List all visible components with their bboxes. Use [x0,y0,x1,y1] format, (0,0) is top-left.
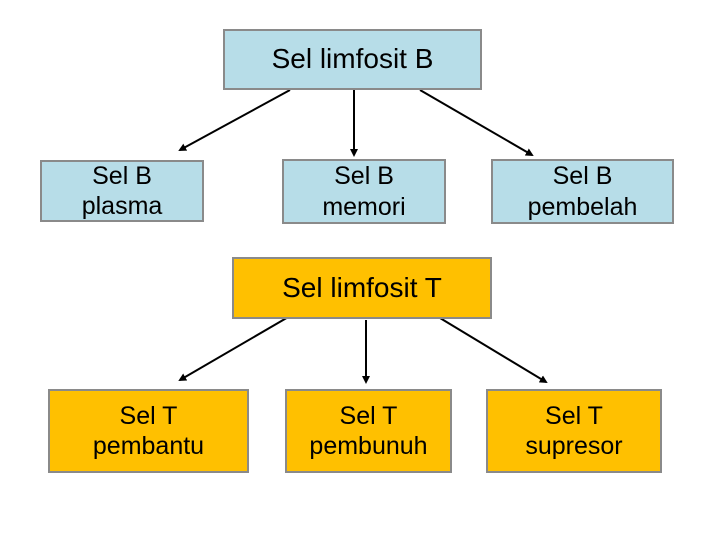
b-dividing-line1: Sel B [552,162,613,190]
t-lymphocyte-root-label: Sel limfosit T [282,271,442,303]
b-plasma-line2: plasma [81,192,163,220]
t-suppressor-line1: Sel T [545,401,603,430]
t-suppressor-box: Sel T supresor [486,389,662,473]
t-killer-label: Sel T pembunuh [309,401,427,462]
arrow-t-root-to-pembantu [178,315,291,382]
t-killer-box: Sel T pembunuh [285,389,452,473]
arrow-b-root-to-pembelah [419,89,534,157]
b-memory-label: Sel B memori [322,161,405,222]
t-killer-line1: Sel T [339,401,398,430]
b-dividing-label: Sel B pembelah [528,161,638,222]
b-memory-line2: memori [322,192,406,221]
b-memory-box: Sel B memori [282,159,446,224]
b-plasma-label: Sel B plasma [82,161,163,222]
arrow-t-root-to-supresor [439,317,548,384]
t-helper-box: Sel T pembantu [48,389,249,473]
b-dividing-line2: pembelah [527,192,638,221]
b-memory-line1: Sel B [334,162,394,190]
b-dividing-box: Sel B pembelah [491,159,674,224]
b-plasma-line1: Sel B [92,161,152,190]
b-plasma-box: Sel B plasma [40,160,204,222]
t-suppressor-label: Sel T supresor [525,401,622,462]
b-lymphocyte-root-label: Sel limfosit B [271,43,434,75]
b-lymphocyte-root-box: Sel limfosit B [223,29,482,90]
t-suppressor-line2: supresor [525,432,623,460]
arrow-b-root-to-plasma [178,89,291,151]
t-helper-line1: Sel T [119,401,178,430]
t-killer-line2: pembunuh [309,432,428,460]
t-helper-label: Sel T pembantu [93,401,204,462]
t-helper-line2: pembantu [92,432,205,460]
t-lymphocyte-root-box: Sel limfosit T [232,257,492,319]
